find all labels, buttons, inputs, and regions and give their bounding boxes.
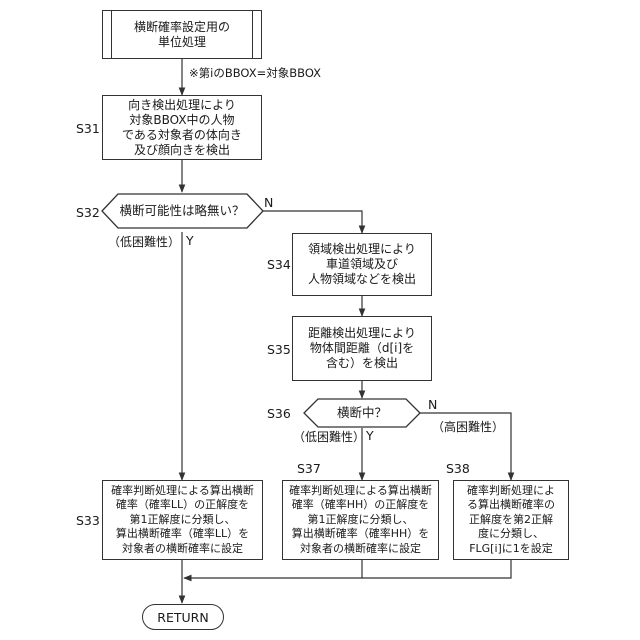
s36-yes-label: Y [366,429,374,443]
s38-process-text: 確率判断処理によ る算出横断確率の 正解度を第2正解 度に分類し、 FLG[i]… [467,484,555,557]
step-label-s38: S38 [446,462,470,476]
step-label-s34: S34 [267,258,291,272]
s32-question-text: 横断可能性は略無い？ [112,204,252,218]
step-label-s37: S37 [297,462,321,476]
start-process-box: 横断確率設定用の 単位処理 [102,10,262,59]
connector-s38-merge [362,560,511,578]
s36-question-text: 横断中？ [318,406,406,420]
step-label-s36: S36 [267,407,291,421]
connector-s32-s34 [263,211,362,233]
s32-no-label: N [264,196,273,210]
step-label-s31: S31 [76,122,100,136]
step-label-s32: S32 [76,206,100,220]
s33-process-box: 確率判断処理による算出横断 確率（確率LL）の正解度を 第1正解度に分類し、 算… [102,480,263,560]
s32-low-difficulty-note: （低困難性） [108,235,180,249]
s38-process-box: 確率判断処理によ る算出横断確率の 正解度を第2正解 度に分類し、 FLG[i]… [453,480,569,560]
s31-process-text: 向き検出処理により 対象BBOX中の人物 である対象者の体向き 及び顔向きを検出 [122,98,242,158]
s37-process-text: 確率判断処理による算出横断 確率（確率HH）の正解度を 第1正解度に分類し、 算… [289,484,432,557]
s31-process-box: 向き検出処理により 対象BBOX中の人物 である対象者の体向き 及び顔向きを検出 [102,95,262,160]
connector-s37-merge [184,560,362,578]
s36-no-label: N [428,398,437,412]
s34-process-text: 領域検出処理により 車道領域及び 人物領域などを検出 [308,242,416,287]
start-process-text: 横断確率設定用の 単位処理 [134,20,230,50]
step-label-s33: S33 [76,514,100,528]
s36-high-difficulty-note: （高困難性） [432,420,504,434]
s35-process-text: 距離検出処理により 物体間距離（d[i]を 含む）を検出 [308,326,416,371]
return-terminal: RETURN [142,604,224,630]
s34-process-box: 領域検出処理により 車道領域及び 人物領域などを検出 [292,233,432,296]
bbox-note: ※第iのBBOX=対象BBOX [189,66,321,80]
return-text: RETURN [157,610,208,625]
s36-low-difficulty-note: （低困難性） [293,430,365,444]
s33-process-text: 確率判断処理による算出横断 確率（確率LL）の正解度を 第1正解度に分類し、 算… [111,484,254,557]
s37-process-box: 確率判断処理による算出横断 確率（確率HH）の正解度を 第1正解度に分類し、 算… [282,480,439,560]
s32-yes-label: Y [186,234,194,248]
step-label-s35: S35 [267,343,291,357]
s35-process-box: 距離検出処理により 物体間距離（d[i]を 含む）を検出 [292,316,432,381]
